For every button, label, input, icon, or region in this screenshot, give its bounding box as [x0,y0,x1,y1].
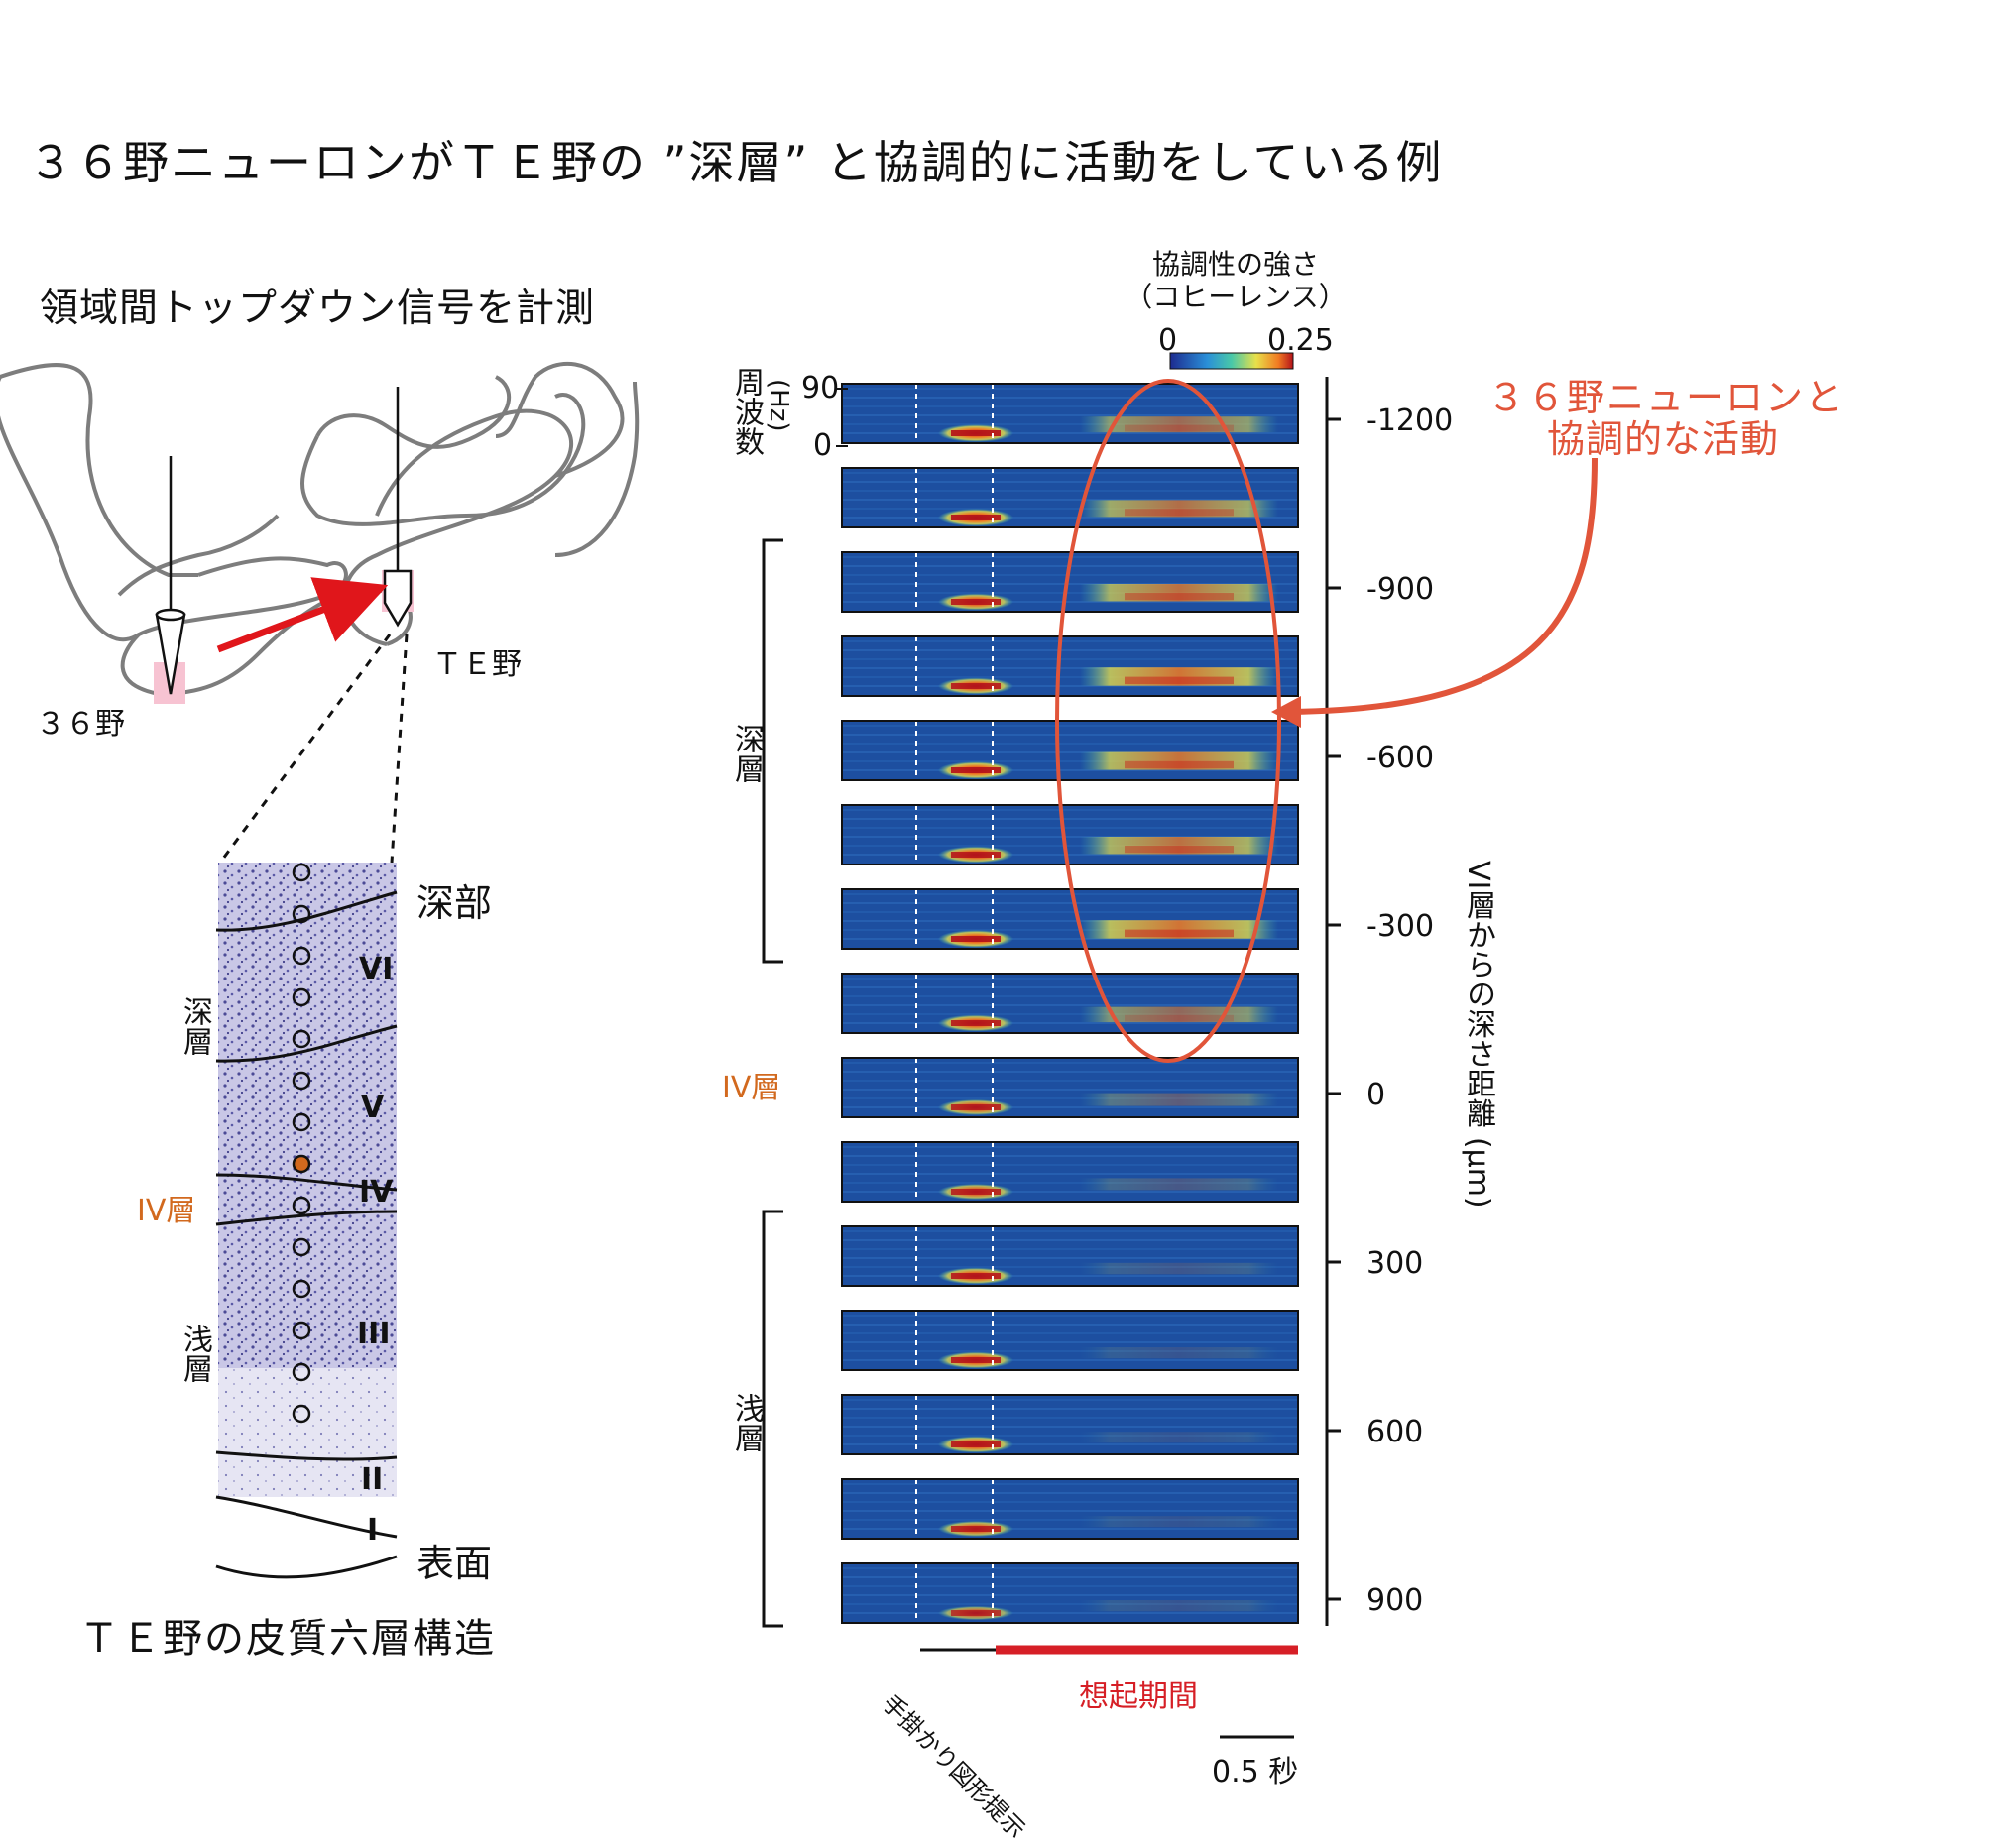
panel-subtitle: 領域間トップダウン信号を計測 [40,287,596,331]
heatmap-row [841,1057,1299,1118]
electrode-contact [292,1071,311,1091]
annotation-line1: ３６野ニューロンと [1487,376,1845,419]
depth-axis-label: VI層からの深さ距離 (μm) [1461,861,1495,1209]
electrode-contact [292,863,311,882]
zoom-line-left [218,634,392,864]
electrode-contact [292,1321,311,1340]
heatmap-row [841,383,1299,444]
electrode-contact [292,987,311,1007]
freq-tick-low-label: 0 [813,428,833,463]
scale-label: 0.5 秒 [1212,1755,1299,1789]
page-title: ３６野ニューロンがＴＥ野の ”深層” と協調的に活動をしている例 [28,136,1444,189]
freq-tick-high-label: 90 [801,371,840,405]
heatmap-row [841,1310,1299,1371]
electrode-contact [292,1196,311,1215]
freq-axis-label: 周波数 [729,367,764,456]
depth-tick-label: 900 [1366,1583,1423,1618]
heatmap-row [841,1478,1299,1540]
section-caption: ＴＥ野の皮質六層構造 [79,1616,496,1662]
cortex-section [215,863,398,1579]
electrode-contact [292,904,311,924]
annotation-arrowhead [1271,696,1301,728]
heatmap-row [841,635,1299,697]
heatmap-row [841,1394,1299,1455]
shallow-bracket [762,1210,783,1628]
electrode-contact [292,1237,311,1257]
brain-outline [0,362,640,697]
iv-layer-label: IV層 [137,1194,196,1228]
heatmap-row [841,1562,1299,1624]
heatmap-row [841,467,1299,528]
depth-tick-label: -600 [1366,741,1434,775]
electrode-contact [292,1362,311,1382]
freq-axis-unit: (Hz) [764,379,793,432]
depth-tick-label: -300 [1366,909,1434,944]
heatmap-row [841,1225,1299,1287]
colorbar-subtitle: （コヒーレンス） [1125,281,1347,313]
depth-tick-label: 300 [1366,1246,1423,1281]
colorbar-min: 0 [1158,323,1178,358]
deep-part-label: 深部 [416,881,493,925]
heatmap-row [841,888,1299,950]
layer-iv-label: IV [359,1175,394,1210]
depth-tick-label: 600 [1366,1415,1423,1449]
layer-i-label: I [367,1513,379,1548]
layer-ii-label: II [361,1462,384,1497]
iv-row-label: IV層 [722,1071,781,1105]
electrode-contact [292,946,311,966]
depth-axis: -1200 -900 -600 -300 0 300 600 900 [1325,377,1453,1626]
layer-v-label: V [361,1091,385,1125]
surface-label: 表面 [416,1542,493,1585]
heatmap-row [841,720,1299,781]
coherence-heatmaps [841,383,1299,1624]
electrode-contact [292,1279,311,1299]
depth-tick-label: -900 [1366,572,1434,607]
electrode-contact [292,1029,311,1049]
deep-coherence-highlight [1055,379,1281,1063]
electrode-te [383,387,413,628]
annotation-arrow [1288,457,1598,715]
topdown-arrow [216,577,389,653]
heatmap-row [841,804,1299,865]
recall-label: 想起期間 [1079,1679,1198,1714]
electrode-contacts [292,863,311,1424]
heatmap-row [841,1141,1299,1203]
electrode-contact-iv [292,1154,311,1174]
area36-label: ３６野 [36,707,125,742]
shallow-layer-label: 浅層 [178,1324,212,1383]
electrode-contact [292,1404,311,1424]
colorbar-max: 0.25 [1267,323,1334,358]
colorbar-title: 協調性の強さ [1151,248,1319,281]
deep-layer-label: 深層 [178,996,212,1056]
shallow-bracket-label: 浅層 [729,1393,764,1452]
layer-iii-label: III [357,1317,391,1351]
electrode-area36 [155,456,186,695]
annotation-line2: 協調的な活動 [1547,417,1780,461]
deep-bracket [762,538,783,964]
depth-tick-label: -1200 [1366,404,1453,438]
deep-bracket-label: 深層 [729,724,764,783]
layer-vi-label: VI [359,952,394,986]
depth-tick-label: 0 [1366,1078,1385,1112]
electrode-contact [292,1112,311,1132]
heatmap-row [841,973,1299,1034]
te-label: ＴＥ野 [432,647,522,682]
zoom-line-right [390,634,409,864]
colorbar [1169,352,1294,370]
